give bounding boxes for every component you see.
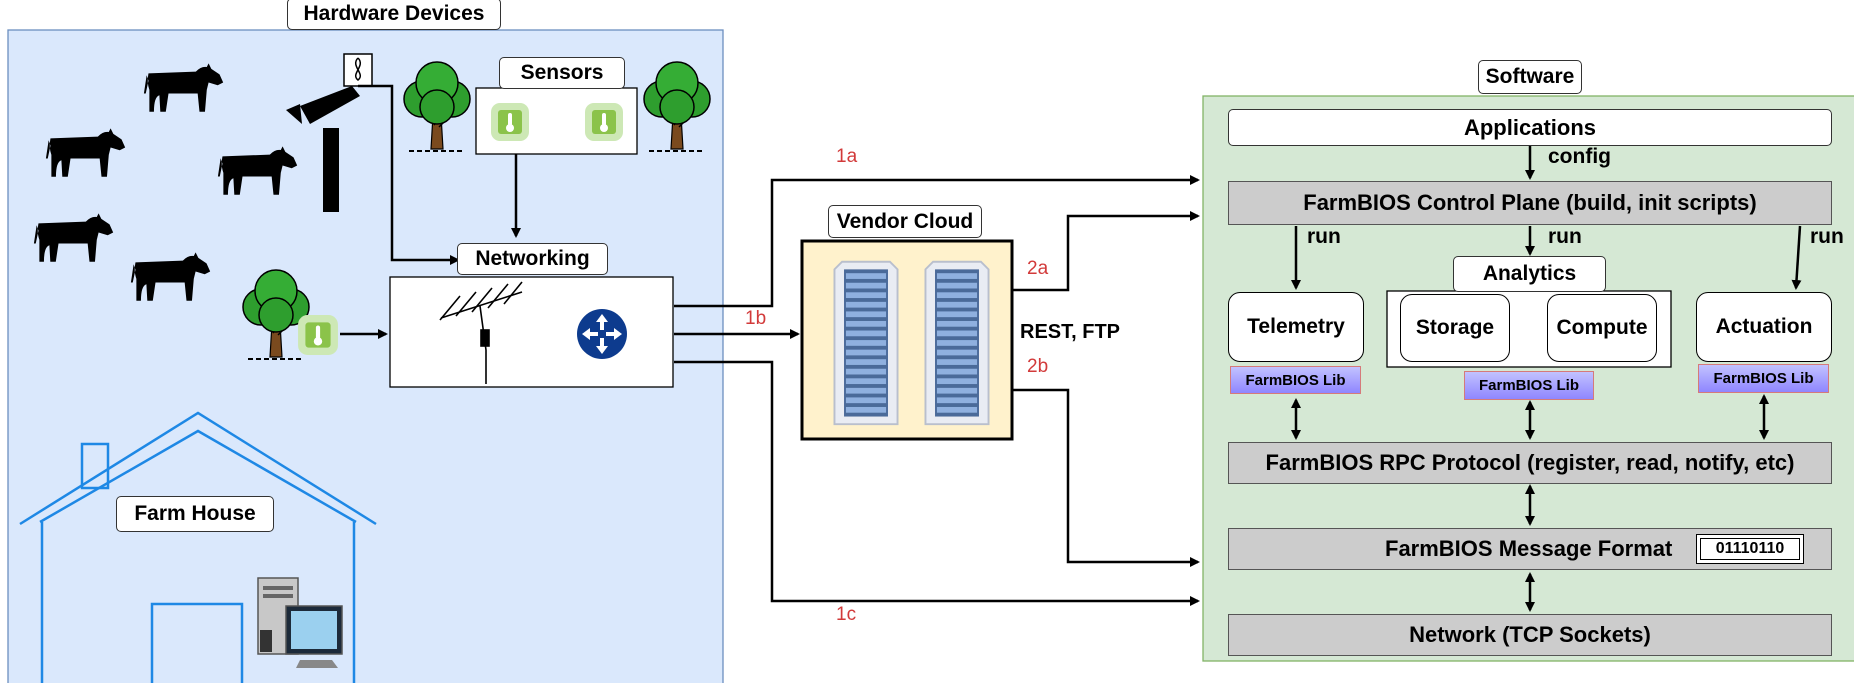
path-1c-label: 1c <box>836 604 857 625</box>
path-2b-label: 2b <box>1027 356 1049 377</box>
control-plane-bar: FarmBIOS Control Plane (build, init scri… <box>1228 181 1832 225</box>
networking-label: Networking <box>457 243 608 275</box>
run-label-analytics: run <box>1548 225 1582 248</box>
camera-icon <box>286 53 373 212</box>
networking-box <box>389 276 674 388</box>
message-format-label: FarmBIOS Message Format <box>1385 536 1673 561</box>
message-format-bar: FarmBIOS Message Format 01110110 <box>1228 528 1832 570</box>
run-label-telemetry: run <box>1307 225 1341 248</box>
server-rack-icon <box>924 260 990 426</box>
path-2b-arrow <box>1012 388 1200 567</box>
path-1b-label: 1b <box>745 308 767 329</box>
path-1c-arrow <box>674 360 1200 606</box>
house-icon <box>19 411 377 683</box>
router-icon <box>577 309 627 359</box>
server-rack-icon <box>833 260 899 426</box>
actuation-box: Actuation <box>1696 292 1832 362</box>
config-label: config <box>1548 145 1611 168</box>
run-actuation-arrow <box>1791 225 1802 290</box>
farm-house-label: Farm House <box>116 496 274 532</box>
path-2a-label: 2a <box>1027 258 1049 279</box>
vendor-cloud-label: Vendor Cloud <box>828 205 982 238</box>
rest-ftp-label: REST, FTP <box>1020 321 1121 343</box>
thermometer-sensor-icon <box>491 103 529 141</box>
analytics-label: Analytics <box>1453 256 1606 292</box>
hardware-devices-title: Hardware Devices <box>287 0 501 30</box>
sensors-label: Sensors <box>499 57 625 89</box>
applications-box: Applications <box>1228 109 1832 146</box>
thermometer-sensor-icon <box>585 103 623 141</box>
actuation-farmbios-lib: FarmBIOS Lib <box>1698 364 1829 393</box>
path-1a-label: 1a <box>836 146 858 167</box>
telemetry-box: Telemetry <box>1228 292 1364 362</box>
compute-box: Compute <box>1547 294 1657 362</box>
telemetry-farmbios-lib: FarmBIOS Lib <box>1230 366 1361 394</box>
rpc-protocol-bar: FarmBIOS RPC Protocol (register, read, n… <box>1228 442 1832 484</box>
camera-to-networking-arrow <box>358 84 460 265</box>
analytics-farmbios-lib: FarmBIOS Lib <box>1464 371 1594 400</box>
software-title: Software <box>1478 60 1582 94</box>
path-2a-arrow <box>1012 211 1200 292</box>
binary-data-icon: 01110110 <box>1696 534 1804 564</box>
thermometer-sensor-icon <box>298 315 338 355</box>
storage-box: Storage <box>1400 294 1510 362</box>
antenna-icon <box>439 281 523 384</box>
network-tcp-bar: Network (TCP Sockets) <box>1228 614 1832 656</box>
desktop-computer-icon <box>257 577 343 668</box>
path-1a-arrow <box>674 175 1200 308</box>
run-label-actuation: run <box>1810 225 1844 248</box>
